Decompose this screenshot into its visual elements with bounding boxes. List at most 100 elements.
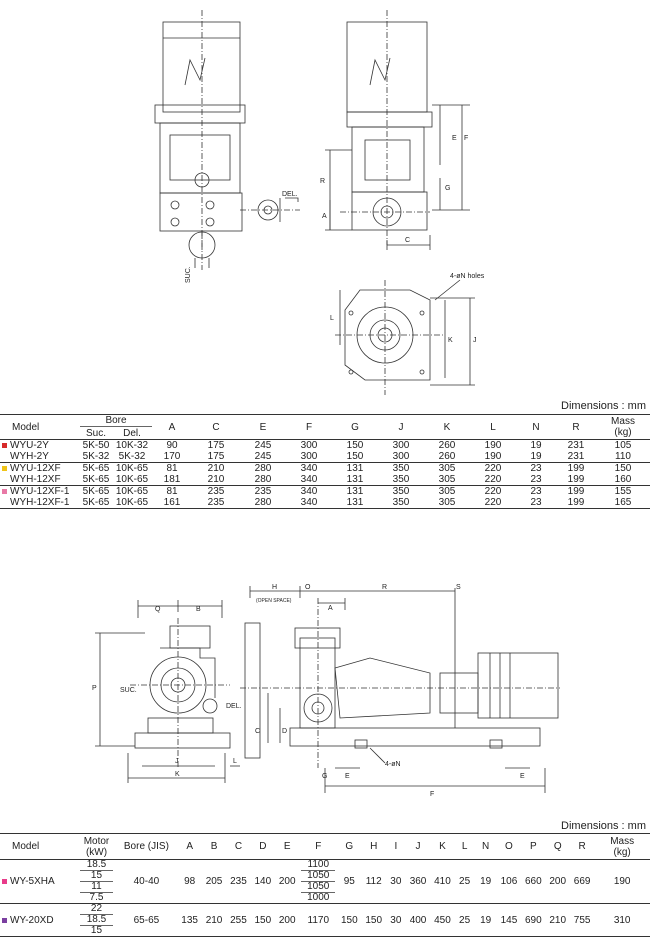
col-c-header: C bbox=[212, 421, 220, 433]
dim-a-label: A bbox=[322, 213, 327, 220]
l-value: 190 bbox=[484, 440, 502, 451]
bore-header: Bore bbox=[80, 414, 152, 427]
top-drawing: DEL. SUC. 4-øN holes E F R G A C L K J bbox=[0, 0, 650, 398]
model-name: WYU-12XF-1 bbox=[10, 486, 70, 497]
l-value: 25 bbox=[459, 914, 471, 926]
bottom-drawing: Q B H O R S A P C D J L K G E E F SUC. D… bbox=[0, 578, 650, 813]
j-value: 360 bbox=[409, 876, 427, 887]
model-cell: WY-5XHA bbox=[0, 860, 78, 904]
c-value: 235 bbox=[207, 486, 225, 497]
col-a-header: A bbox=[168, 421, 176, 433]
del-label: DEL. bbox=[226, 703, 242, 710]
a-value: 81 bbox=[166, 463, 178, 474]
dim-p-label: P bbox=[92, 685, 97, 692]
a-value: 161 bbox=[163, 497, 181, 508]
model-name: WYH-2Y bbox=[10, 451, 49, 462]
dim-q-label: Q bbox=[155, 606, 161, 613]
suc-label: SUC. bbox=[120, 687, 137, 694]
col-g-header: G bbox=[351, 421, 359, 433]
model-name: WY-20XD bbox=[10, 914, 54, 926]
motor-value: 22 bbox=[90, 903, 103, 914]
n-value: 23 bbox=[530, 497, 542, 508]
col-p-header: P bbox=[530, 841, 537, 852]
holes-label: 4-øN bbox=[385, 761, 401, 768]
suc-value: 5K-32 bbox=[82, 451, 110, 462]
g-value: 131 bbox=[346, 463, 364, 474]
f-value: 340 bbox=[300, 497, 318, 508]
mass-value: 150 bbox=[614, 463, 632, 474]
n-value: 23 bbox=[530, 486, 542, 497]
del-label: DEL. bbox=[282, 191, 298, 198]
l-value: 25 bbox=[459, 876, 471, 887]
b-value: 205 bbox=[205, 876, 223, 887]
model-name: WYU-2Y bbox=[10, 440, 49, 451]
dim-f-label: F bbox=[464, 135, 468, 142]
suc-label: SUC. bbox=[185, 266, 192, 283]
mass-unit: (kg) bbox=[614, 427, 632, 438]
dim-b-label: B bbox=[196, 606, 201, 613]
dim-g-label: G bbox=[322, 773, 327, 780]
dim-c-label: C bbox=[255, 728, 260, 735]
r-value: 231 bbox=[567, 451, 585, 462]
mass-value: 155 bbox=[614, 486, 632, 497]
l-value: 220 bbox=[484, 463, 502, 474]
model-name: WYU-12XF bbox=[10, 463, 61, 474]
c-value: 175 bbox=[207, 451, 225, 462]
j-value: 400 bbox=[409, 914, 427, 926]
col-f-header: F bbox=[305, 421, 313, 433]
a-value: 170 bbox=[163, 451, 181, 462]
bottom-pump-drawing-svg: Q B H O R S A P C D J L K G E E F SUC. D… bbox=[92, 584, 560, 798]
model-name: WYH-12XF bbox=[10, 474, 61, 485]
a-value: 98 bbox=[184, 876, 196, 887]
model-cell: WYU-12XF-1 WYH-12XF-1 bbox=[0, 486, 80, 509]
c-value: 210 bbox=[207, 474, 225, 485]
del-value: 10K-65 bbox=[115, 497, 149, 508]
top-units-note: Dimensions : mm bbox=[561, 400, 646, 412]
b-value: 210 bbox=[205, 914, 223, 926]
motor-value: 18.5 bbox=[86, 859, 107, 870]
e-value: 280 bbox=[254, 463, 272, 474]
g-value: 131 bbox=[346, 497, 364, 508]
motor-value: 7.5 bbox=[79, 892, 114, 903]
q-value: 210 bbox=[549, 914, 567, 926]
col-k-header: K bbox=[443, 421, 451, 433]
a-value: 90 bbox=[166, 440, 178, 451]
table-row: WY-20XD 22 18.5 15 65-65 135 210 255 150… bbox=[0, 903, 650, 937]
dim-o-label: O bbox=[305, 584, 311, 591]
model-cell: WYU-12XF WYH-12XF bbox=[0, 463, 80, 486]
col-r-header: R bbox=[578, 841, 586, 852]
f-value: 340 bbox=[300, 486, 318, 497]
j-value: 350 bbox=[392, 486, 410, 497]
suc-value: 5K-50 bbox=[82, 440, 110, 451]
col-i-header: I bbox=[394, 841, 398, 852]
bottom-units-note: Dimensions : mm bbox=[561, 820, 646, 832]
holes-label: 4-øN holes bbox=[450, 273, 485, 280]
d-value: 140 bbox=[254, 876, 272, 887]
col-f-header: F bbox=[315, 841, 322, 852]
mass-value: 105 bbox=[614, 440, 632, 451]
r-value: 199 bbox=[567, 497, 585, 508]
c-value: 235 bbox=[207, 497, 225, 508]
suc-header: Suc. bbox=[85, 427, 106, 439]
col-d-header: D bbox=[259, 841, 267, 852]
del-value: 10K-65 bbox=[115, 463, 149, 474]
e-value: 280 bbox=[254, 474, 272, 485]
col-r-header: R bbox=[572, 421, 580, 433]
h-value: 150 bbox=[365, 914, 383, 926]
c-value: 175 bbox=[207, 440, 225, 451]
open-space-label: (OPEN SPACE) bbox=[256, 598, 292, 604]
col-l-header: L bbox=[461, 841, 468, 852]
i-value: 30 bbox=[390, 914, 402, 926]
g-value: 150 bbox=[340, 914, 358, 926]
col-g-header: G bbox=[345, 841, 354, 852]
mass-header: Mass (kg) bbox=[594, 834, 650, 860]
suc-value: 5K-65 bbox=[82, 497, 110, 508]
col-n-header: N bbox=[482, 841, 490, 852]
col-e-header: E bbox=[283, 841, 291, 852]
a-value: 135 bbox=[181, 914, 198, 926]
del-value: 10K-32 bbox=[115, 440, 149, 451]
bore-value: 40-40 bbox=[133, 876, 160, 887]
